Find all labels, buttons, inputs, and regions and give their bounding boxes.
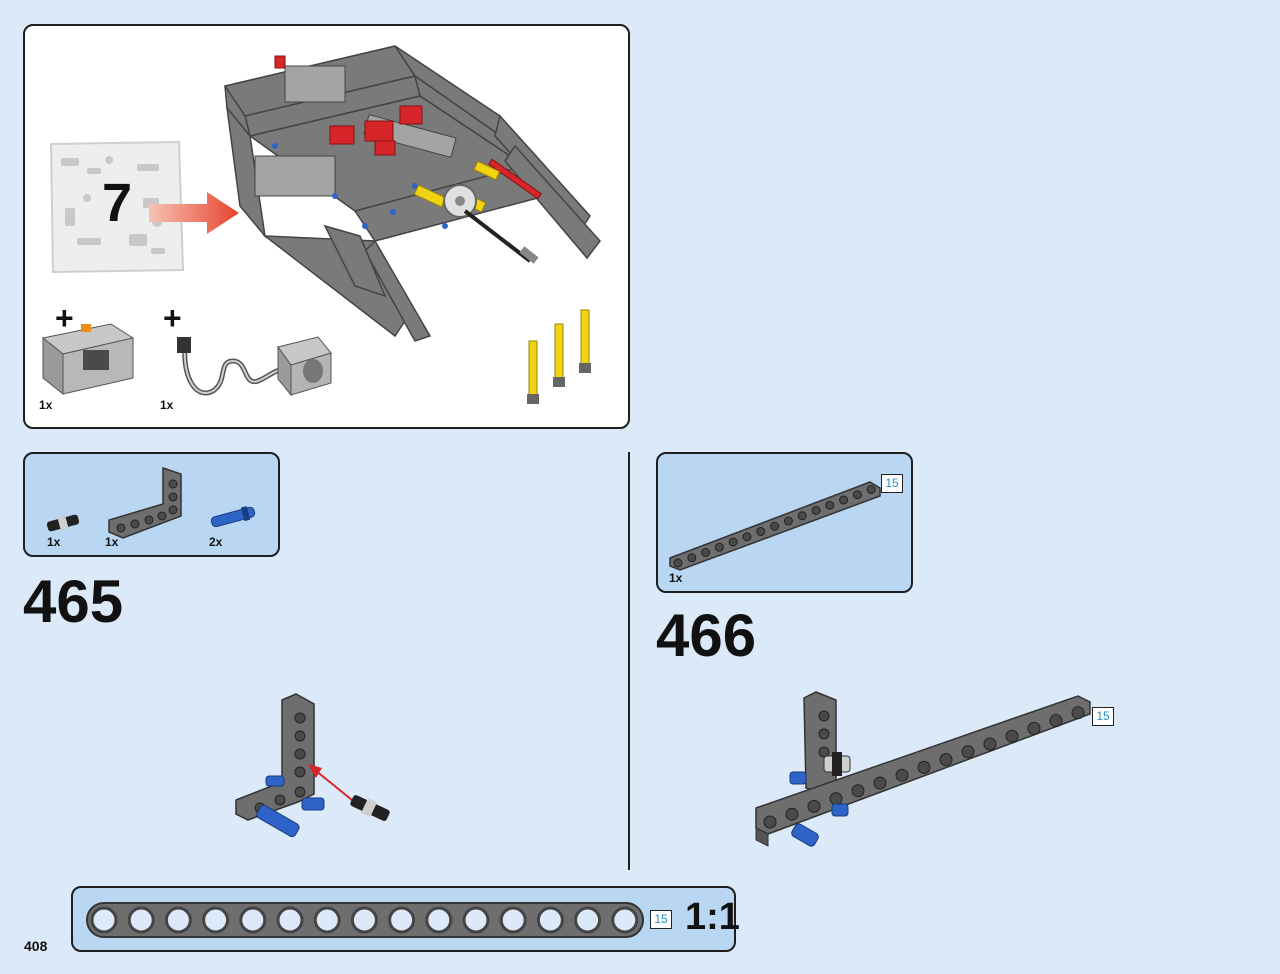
- beam-hole: [811, 506, 821, 515]
- part-quantity: 1x: [47, 535, 61, 549]
- beam-hole: [1071, 706, 1085, 720]
- motor-quantity: 1x: [160, 398, 174, 412]
- step-465-parts-list: 1x 1x 2x: [23, 452, 280, 557]
- submodel-panel: 7: [23, 24, 630, 429]
- plus-icon: +: [163, 300, 182, 336]
- beam-hole: [961, 745, 975, 759]
- beam-hole: [728, 537, 738, 547]
- beam-hole: [714, 542, 724, 552]
- beam-hole: [164, 906, 192, 934]
- ruler-beam-icon: [86, 902, 644, 938]
- beam-hole: [462, 906, 490, 934]
- beam-hole: [313, 906, 341, 934]
- part-quantity: 1x: [669, 571, 683, 585]
- beam-hole: [388, 906, 416, 934]
- battery-box-icon: [41, 323, 135, 396]
- beam-hole: [425, 906, 453, 934]
- column-divider: [628, 452, 630, 870]
- beam-hole: [807, 799, 821, 813]
- beam-hole: [839, 495, 849, 505]
- beam-hole: [673, 558, 683, 568]
- motor-icon: [177, 336, 332, 397]
- beam-hole: [825, 500, 835, 510]
- part-quantity: 1x: [105, 535, 119, 549]
- beam-hole: [276, 906, 304, 934]
- step-466-parts-list: 15 1x: [656, 452, 913, 593]
- beam-hole: [239, 906, 267, 934]
- scale-label: 1:1: [685, 896, 740, 938]
- beam-hole: [350, 906, 378, 934]
- beam-hole: [895, 768, 909, 782]
- beam-hole: [536, 906, 564, 934]
- beam-hole: [873, 776, 887, 790]
- beam-hole: [939, 753, 953, 767]
- beam-hole: [851, 784, 865, 798]
- length-badge: 15: [1092, 707, 1114, 726]
- length-badge: 15: [881, 474, 903, 493]
- beam-hole: [687, 553, 697, 563]
- battery-box-quantity: 1x: [39, 398, 53, 412]
- beam-hole: [917, 760, 931, 774]
- l-beam-icon: [108, 466, 182, 539]
- blue-pin-icon: [210, 506, 256, 528]
- straight-beam-icon: [669, 481, 881, 571]
- beam-hole: [1049, 714, 1063, 728]
- axle-connector-icon: [46, 514, 80, 532]
- beam-hole: [852, 490, 862, 500]
- beam-hole: [1027, 721, 1041, 735]
- chassis-model: [223, 45, 601, 342]
- beam-hole: [611, 906, 639, 934]
- part-quantity: 2x: [209, 535, 223, 549]
- length-badge: 15: [650, 910, 672, 929]
- beam-hole: [866, 485, 876, 494]
- beam-hole: [829, 792, 843, 806]
- beam-hole: [742, 532, 752, 542]
- beam-hole: [499, 906, 527, 934]
- plus-icon: +: [55, 300, 74, 336]
- beam-hole: [783, 516, 793, 526]
- beam-hole: [763, 815, 777, 829]
- beam-hole: [785, 807, 799, 821]
- parts-bag-icon: [49, 140, 185, 274]
- page-number: 408: [24, 938, 48, 954]
- beam-hole: [1005, 729, 1019, 743]
- beam-hole: [127, 906, 155, 934]
- beam-hole: [983, 737, 997, 751]
- beam-hole: [770, 521, 780, 531]
- step-number: 466: [656, 602, 757, 669]
- beam-hole: [701, 548, 711, 557]
- beam-hole: [202, 906, 230, 934]
- beam-hole: [797, 511, 807, 521]
- step-465-model: [235, 693, 390, 838]
- step-466-model: [755, 691, 1091, 847]
- scale-ruler-panel: 15 1:1: [71, 886, 740, 952]
- step-number: 465: [23, 568, 124, 635]
- beam-hole: [756, 527, 766, 536]
- arrow-right-icon: [149, 192, 239, 234]
- beam-hole: [574, 906, 602, 934]
- bag-number: 7: [101, 173, 133, 233]
- yellow-axles-icon: [527, 309, 591, 404]
- beam-hole: [90, 906, 118, 934]
